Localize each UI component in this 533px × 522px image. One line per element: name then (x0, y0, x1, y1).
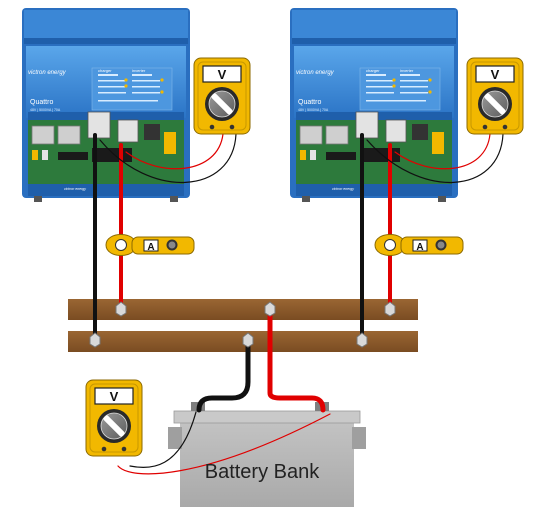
voltmeter-label: V (110, 389, 119, 404)
inverter-footer-brand: victron energy (332, 187, 354, 191)
inverter-charger-label: charger (366, 68, 380, 73)
battery-label: Battery Bank (205, 461, 321, 483)
voltmeter-inverter-left: V (193, 57, 251, 135)
wire-battery-positive (267, 307, 326, 413)
voltmeter-inverter-right: V (466, 57, 524, 135)
inverter-left-text: victron energy Quattro 48V | 5000VA | 70… (28, 68, 146, 191)
voltmeter-label: V (218, 67, 227, 82)
clamp-meter-left: A (105, 234, 195, 256)
inverter-right-text: victron energy Quattro 48V | 5000VA | 70… (296, 68, 414, 191)
inverter-brand: victron energy (296, 70, 335, 76)
inverter-subtitle: 48V | 5000VA | 70A (30, 108, 61, 112)
voltmeter-label: V (491, 67, 500, 82)
clamp-label: A (416, 242, 423, 253)
inverter-model: Quattro (30, 99, 53, 106)
main-wiring (93, 133, 392, 413)
wire-battery-negative (196, 336, 251, 413)
inverter-inverter-label: inverter (400, 68, 414, 73)
inverter-brand: victron energy (28, 70, 67, 76)
battery-bank (168, 402, 366, 507)
meter-leads (99, 133, 504, 475)
inverter-footer-brand: victron energy (64, 187, 86, 191)
inverter-inverter-label: inverter (132, 68, 146, 73)
inverter-charger-label: charger (98, 68, 112, 73)
inverter-subtitle: 48V | 5000VA | 70A (298, 108, 329, 112)
voltmeter-battery: V (85, 379, 143, 457)
inverter-model: Quattro (298, 99, 321, 106)
positive-busbar (68, 299, 418, 320)
clamp-meter-right: A (374, 234, 464, 256)
busbar-bolts (89, 301, 396, 348)
clamp-label: A (147, 242, 154, 253)
